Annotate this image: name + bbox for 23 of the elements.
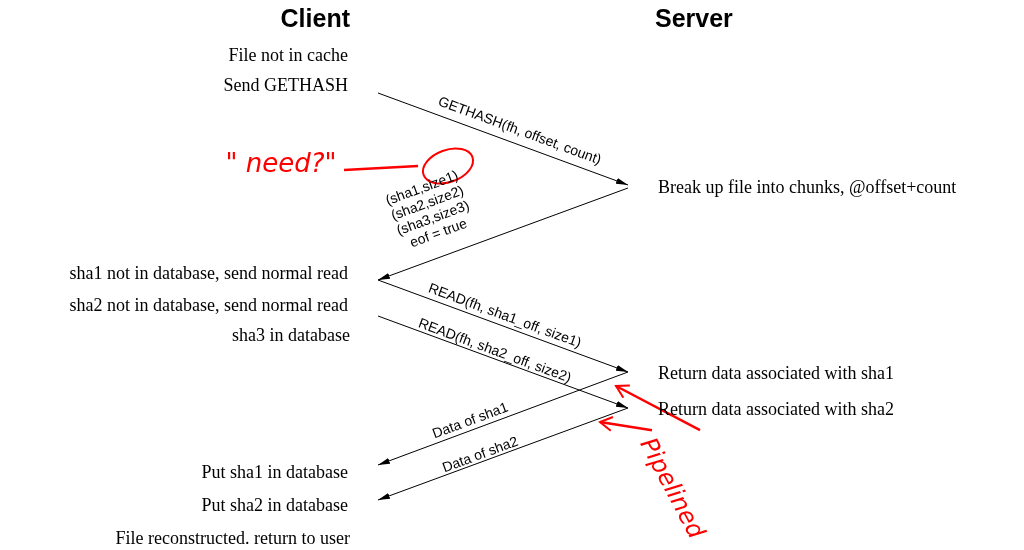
client-step-text: sha3 in database [231, 324, 350, 347]
client-step-text: sha1 not in database, send normal read [0, 258, 378, 288]
client-step-text: File reconstructed. return to user [114, 527, 350, 550]
arrow [377, 187, 629, 281]
client-step-text: sha2 not in database, send normal read [0, 290, 378, 320]
client-step-text: File not in cache [227, 44, 348, 67]
arrow [377, 92, 629, 186]
column-heading: Server [655, 4, 734, 33]
server-step-text: Break up file into chunks, @offset+count [628, 172, 1024, 202]
client-step-text: Put sha2 in database [100, 490, 378, 520]
server-step-text: Return data associated with sha2 [628, 394, 958, 424]
edge-label: Data of sha1 [429, 397, 510, 442]
column-heading: Client [279, 4, 350, 33]
handwritten-note: " need?" [218, 148, 344, 182]
server-step-text: Return data associated with sha1 [628, 358, 958, 388]
arrow [377, 279, 629, 373]
arrow [377, 371, 629, 466]
client-step-text: Put sha1 in database [100, 457, 378, 487]
arrow [377, 407, 629, 501]
arrow [615, 384, 701, 432]
arrow [599, 415, 653, 432]
client-step-text: Send GETHASH [222, 74, 348, 97]
arrow [377, 315, 629, 409]
